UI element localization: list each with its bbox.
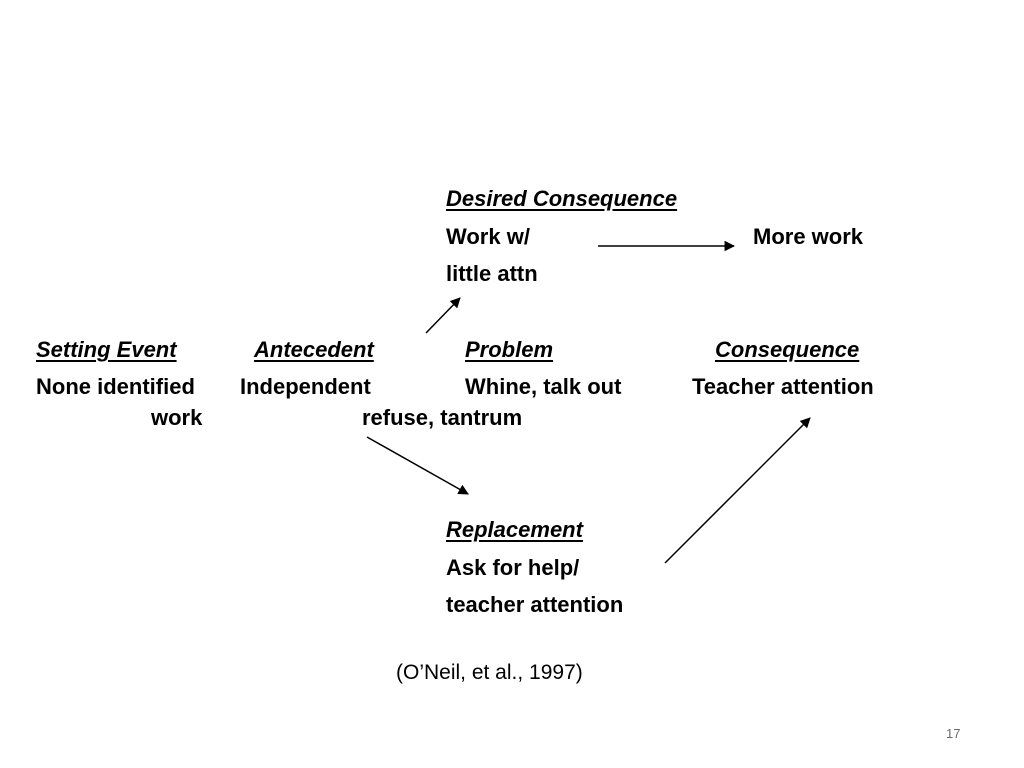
replacement-line-1: Ask for help/ — [446, 555, 580, 580]
desired-consequence-line-1: Work w/ — [446, 224, 530, 249]
replacement-heading: Replacement — [446, 517, 583, 542]
desired-result-text: More work — [753, 224, 864, 249]
replacement-line-2: teacher attention — [446, 592, 624, 617]
arrow-antecedent-to-replacement — [366, 436, 469, 495]
arrow-antecedent-to-desired — [425, 297, 461, 334]
consequence-text: Teacher attention — [692, 374, 874, 399]
setting-event-heading: Setting Event — [36, 337, 177, 362]
problem-line-2: refuse, tantrum — [362, 405, 523, 430]
consequence-heading: Consequence — [715, 337, 860, 362]
antecedent-heading: Antecedent — [254, 337, 374, 362]
desired-consequence-heading: Desired Consequence — [446, 186, 678, 211]
arrow-replacement-to-consequence — [664, 417, 811, 564]
setting-event-text: None identified — [36, 374, 195, 399]
problem-line-1: Whine, talk out — [465, 374, 622, 399]
page-number: 17 — [946, 726, 961, 741]
desired-consequence-line-2: little attn — [446, 261, 538, 286]
antecedent-line-1: Independent — [240, 374, 371, 399]
citation: (O’Neil, et al., 1997) — [396, 661, 583, 684]
problem-heading: Problem — [465, 337, 554, 362]
antecedent-line-2: work — [151, 405, 203, 430]
